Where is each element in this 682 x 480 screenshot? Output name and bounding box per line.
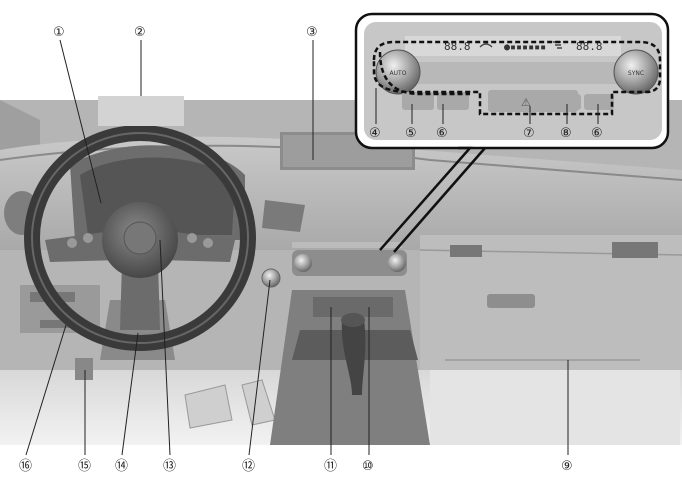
callout-11: ⑪ [324,459,337,474]
callout-6-right: ⑥ [591,126,603,141]
climate-panel-inset: 88.8 ●▪▪▪▪▪▪ 88.8 AUTO SYNC ⚠ [354,12,670,150]
inset-pointer [379,146,473,251]
callout-3: ③ [306,25,318,40]
callout-13: ⑬ [163,459,176,474]
callout-12: ⑫ [242,459,255,474]
callout-6-left: ⑥ [436,126,448,141]
callout-4: ④ [369,126,381,141]
climate-button-6-right[interactable] [584,94,614,110]
sync-knob-label: SYNC [628,70,644,77]
callout-15: ⑮ [78,459,91,474]
callout-7: ⑦ [523,126,535,141]
callout-2: ② [134,25,146,40]
fan-speed-display: ●▪▪▪▪▪▪ [504,42,546,53]
recirculation-icon [479,43,493,48]
leader-lines [25,39,599,456]
callout-5: ⑤ [405,126,417,141]
callout-10: ⑩ [362,459,374,474]
climate-button-5[interactable] [402,92,434,110]
callout-1: ① [53,25,65,40]
driver-temperature-knob[interactable] [375,49,421,95]
callout-14: ⑭ [115,459,128,474]
dashed-outline-group [372,40,662,116]
callout-9: ⑨ [561,459,573,474]
callout-16: ⑯ [19,459,32,474]
callout-8: ⑧ [560,126,572,141]
auto-knob-label: AUTO [390,70,407,77]
interior-illustration [0,96,682,445]
climate-button-6-left[interactable] [437,92,469,110]
passenger-temperature-knob[interactable] [613,49,659,95]
callouts: ① ② ③ ④ ⑤ ⑥ ⑦ ⑧ ⑥ ⑨ ⑩ ⑪ ⑫ ⑬ ⑭ ⑮ ⑯ [19,25,603,474]
hazard-icon: ⚠ [521,96,531,109]
climate-button-8[interactable] [555,94,581,110]
